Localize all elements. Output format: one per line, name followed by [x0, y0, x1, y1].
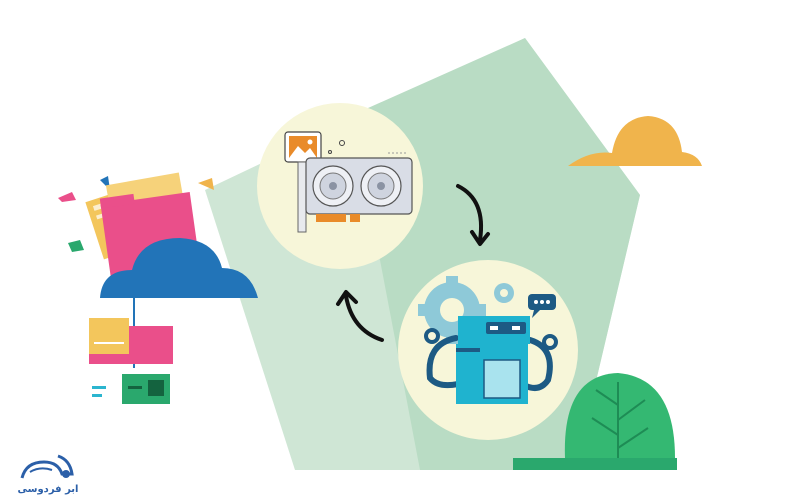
robot-gear-icon — [418, 276, 558, 404]
gpu-card-icon — [284, 131, 413, 233]
green-bush-icon — [513, 373, 677, 470]
brand-logo-icon — [20, 454, 74, 479]
cloud-storage-icon — [58, 172, 258, 404]
brand-logo-text: ابر فردوسی — [18, 484, 79, 495]
yellow-cloud — [568, 116, 702, 166]
arrow-down-icon — [456, 184, 490, 246]
arrow-up-icon — [336, 290, 384, 342]
